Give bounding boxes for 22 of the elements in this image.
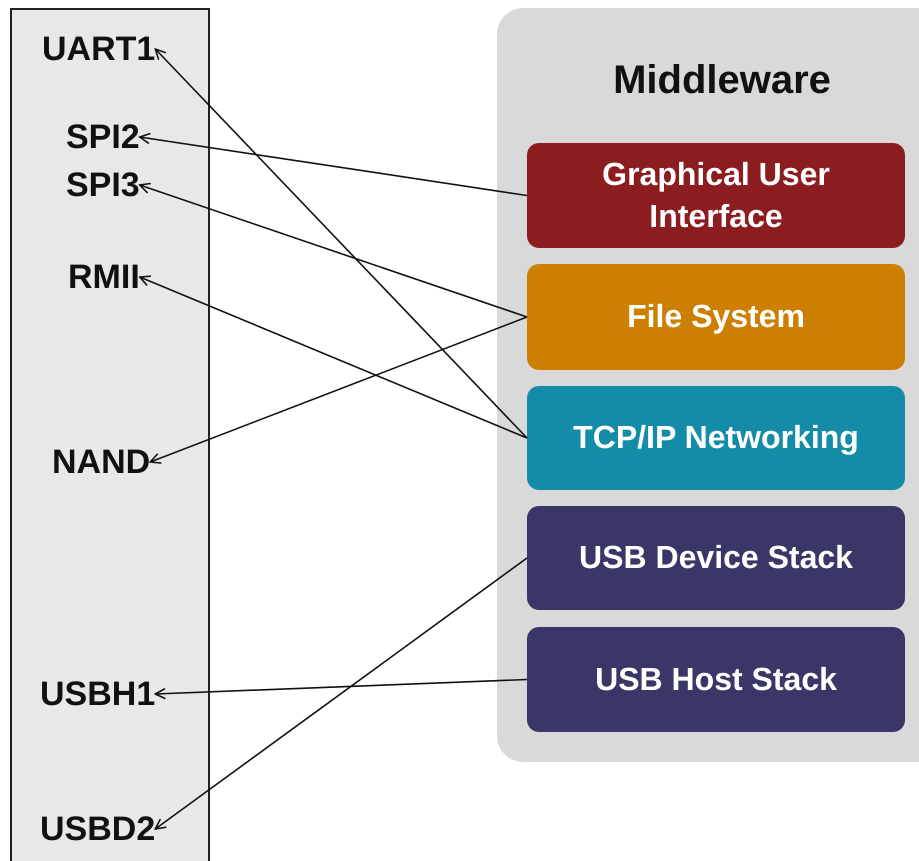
port-label: SPI3: [66, 168, 140, 202]
port-label: RMII: [68, 260, 140, 294]
arrow: [138, 182, 528, 318]
panel-title: Middleware: [613, 58, 831, 104]
arrow: [138, 275, 528, 439]
module-box: File System: [527, 264, 905, 370]
arrow: [154, 678, 528, 700]
port-label: SPI2: [66, 120, 140, 154]
module-box: TCP/IP Networking: [527, 386, 905, 490]
middleware-panel: [497, 8, 919, 762]
module-box: Graphical User Interface: [527, 143, 905, 248]
module-box: USB Host Stack: [527, 627, 905, 732]
arrow: [154, 557, 528, 830]
module-box: USB Device Stack: [527, 506, 905, 610]
arrow: [154, 48, 528, 439]
arrow: [138, 132, 528, 196]
port-label: USBD2: [40, 812, 156, 846]
port-label: USBH1: [40, 677, 156, 711]
arrow: [149, 316, 528, 464]
interface-panel: [10, 8, 210, 861]
port-label: NAND: [52, 445, 150, 479]
port-label: UART1: [42, 32, 156, 66]
